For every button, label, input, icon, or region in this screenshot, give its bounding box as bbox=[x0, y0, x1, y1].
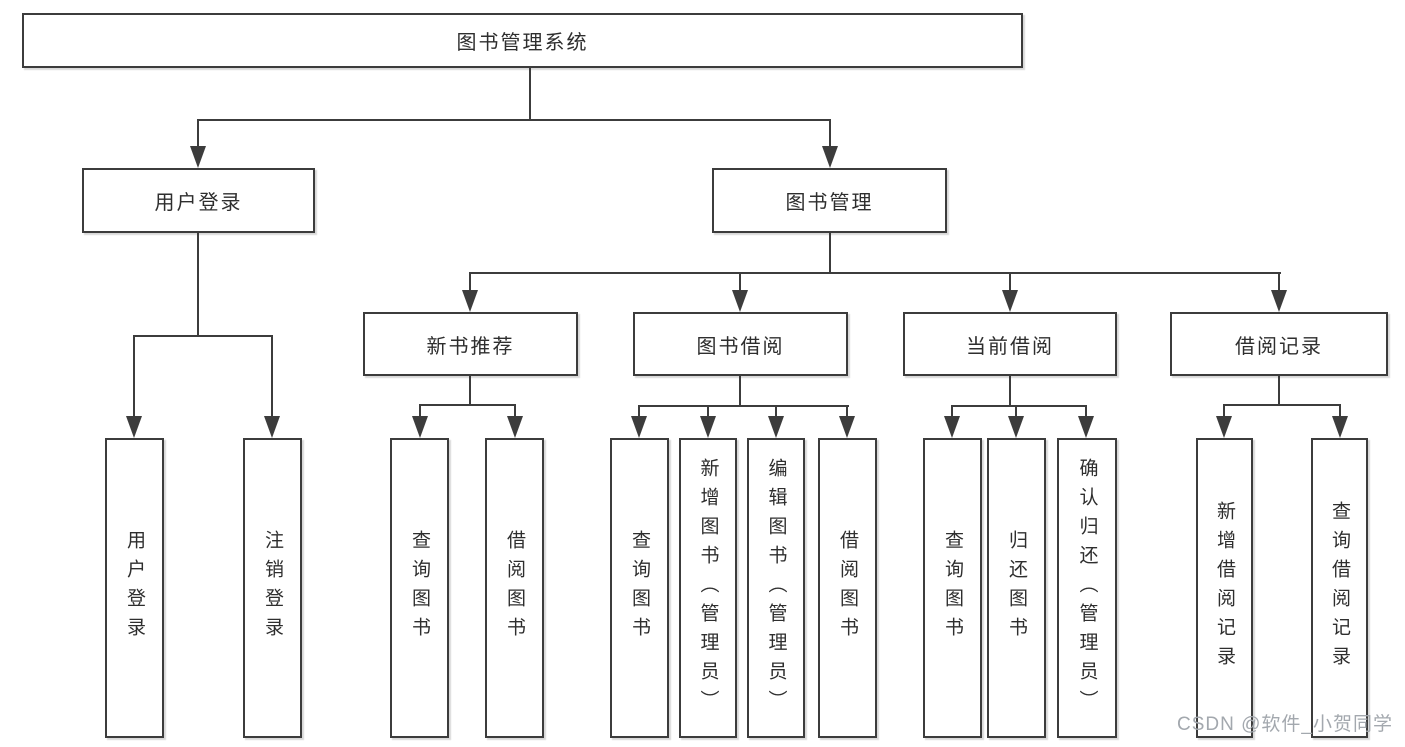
leaf-bb-query-books-label: 查询图书 bbox=[629, 530, 650, 646]
leaf-logout: 注销登录 bbox=[243, 438, 302, 738]
node-book-management: 图书管理 bbox=[712, 168, 947, 233]
leaf-user-login-label: 用户登录 bbox=[124, 530, 145, 646]
connector-to-leaf-br-add bbox=[1223, 404, 1225, 417]
connector-root-to-book-management bbox=[829, 119, 831, 148]
leaf-bb-edit-book-admin-label: 编辑图书（管理员） bbox=[765, 457, 787, 719]
leaf-nb-borrow-books: 借阅图书 bbox=[485, 438, 544, 738]
connector-to-leaf-cb-confirm bbox=[1085, 405, 1087, 417]
connector-root-stem bbox=[529, 67, 531, 121]
arrowhead-leaf-user-login bbox=[126, 416, 142, 438]
node-book-borrow-label: 图书借阅 bbox=[696, 335, 785, 358]
node-library-system-label: 图书管理系统 bbox=[456, 32, 589, 54]
arrowhead-leaf-cb-confirm bbox=[1078, 416, 1094, 438]
connector-user-login-stem bbox=[197, 233, 199, 337]
connector-borrow-record-stem bbox=[1278, 376, 1280, 406]
leaf-cb-confirm-return-admin: 确认归还（管理员） bbox=[1057, 438, 1117, 738]
arrowhead-leaf-logout bbox=[264, 416, 280, 438]
leaf-bb-borrow-books-label: 借阅图书 bbox=[837, 530, 858, 646]
leaf-logout-label: 注销登录 bbox=[262, 530, 283, 646]
leaf-br-query-record: 查询借阅记录 bbox=[1311, 438, 1368, 738]
leaf-br-add-record-label: 新增借阅记录 bbox=[1214, 501, 1235, 675]
node-current-borrow: 当前借阅 bbox=[903, 312, 1117, 376]
arrowhead-leaf-br-add bbox=[1216, 416, 1232, 438]
connector-book-borrow-stem bbox=[739, 376, 741, 407]
leaf-bb-query-books: 查询图书 bbox=[610, 438, 669, 738]
connector-book-borrow-rail bbox=[638, 405, 849, 407]
leaf-bb-borrow-books: 借阅图书 bbox=[818, 438, 877, 738]
connector-book-management-stem bbox=[829, 233, 831, 274]
connector-to-leaf-bb-borrow bbox=[846, 405, 848, 417]
connector-to-leaf-user-login bbox=[133, 335, 135, 417]
node-borrow-record-label: 借阅记录 bbox=[1235, 335, 1323, 358]
arrowhead-leaf-cb-return bbox=[1008, 416, 1024, 438]
connector-to-leaf-bb-edit bbox=[775, 405, 777, 417]
arrowhead-leaf-br-query bbox=[1332, 416, 1348, 438]
leaf-cb-query-books: 查询图书 bbox=[923, 438, 982, 738]
arrowhead-user-login bbox=[190, 146, 206, 168]
node-new-book-recommend: 新书推荐 bbox=[363, 312, 578, 376]
leaf-br-query-record-label: 查询借阅记录 bbox=[1329, 501, 1350, 675]
arrowhead-leaf-nb-query bbox=[412, 416, 428, 438]
connector-to-leaf-cb-query bbox=[951, 405, 953, 417]
leaf-cb-query-books-label: 查询图书 bbox=[942, 530, 963, 646]
connector-to-leaf-bb-query bbox=[638, 405, 640, 417]
leaf-bb-add-book-admin-label: 新增图书（管理员） bbox=[697, 457, 719, 719]
arrowhead-leaf-bb-query bbox=[631, 416, 647, 438]
connector-borrow-record-rail bbox=[1223, 404, 1341, 406]
leaf-br-add-record: 新增借阅记录 bbox=[1196, 438, 1253, 738]
leaf-nb-query-books: 查询图书 bbox=[390, 438, 449, 738]
connector-new-book-stem bbox=[469, 376, 471, 406]
node-new-book-recommend-label: 新书推荐 bbox=[426, 335, 515, 358]
connector-book-management-rail bbox=[469, 272, 1281, 274]
connector-current-borrow-stem bbox=[1009, 376, 1011, 407]
connector-to-leaf-nb-query bbox=[419, 404, 421, 417]
arrowhead-book-borrow bbox=[732, 290, 748, 312]
node-current-borrow-label: 当前借阅 bbox=[966, 335, 1054, 358]
leaf-bb-add-book-admin: 新增图书（管理员） bbox=[679, 438, 737, 738]
leaf-user-login: 用户登录 bbox=[105, 438, 164, 738]
leaf-cb-return-books: 归还图书 bbox=[987, 438, 1046, 738]
connector-to-leaf-cb-return bbox=[1015, 405, 1017, 417]
arrowhead-leaf-nb-borrow bbox=[507, 416, 523, 438]
arrowhead-leaf-bb-edit bbox=[768, 416, 784, 438]
node-book-management-label: 图书管理 bbox=[785, 192, 874, 214]
connector-to-leaf-nb-borrow bbox=[514, 404, 516, 417]
connector-new-book-rail bbox=[419, 404, 516, 406]
leaf-nb-query-books-label: 查询图书 bbox=[409, 530, 430, 646]
connector-root-rail bbox=[197, 119, 831, 121]
arrowhead-current-borrow bbox=[1002, 290, 1018, 312]
arrowhead-leaf-cb-query bbox=[944, 416, 960, 438]
node-borrow-record: 借阅记录 bbox=[1170, 312, 1388, 376]
connector-to-leaf-logout bbox=[271, 335, 273, 417]
connector-to-book-borrow bbox=[739, 272, 741, 291]
connector-current-borrow-rail bbox=[951, 405, 1087, 407]
leaf-bb-edit-book-admin: 编辑图书（管理员） bbox=[747, 438, 805, 738]
connector-to-borrow-record bbox=[1278, 272, 1280, 291]
connector-root-to-user-login bbox=[197, 119, 199, 148]
node-book-borrow: 图书借阅 bbox=[633, 312, 848, 376]
connector-to-leaf-bb-add bbox=[707, 405, 709, 417]
arrowhead-leaf-bb-add bbox=[700, 416, 716, 438]
leaf-cb-confirm-return-admin-label: 确认归还（管理员） bbox=[1076, 457, 1098, 719]
connector-to-leaf-br-query bbox=[1339, 404, 1341, 417]
leaf-nb-borrow-books-label: 借阅图书 bbox=[504, 530, 525, 646]
connector-user-login-rail bbox=[133, 335, 273, 337]
leaf-cb-return-books-label: 归还图书 bbox=[1006, 530, 1027, 646]
connector-to-current-borrow bbox=[1009, 272, 1011, 291]
node-user-login-label: 用户登录 bbox=[154, 192, 243, 214]
arrowhead-leaf-bb-borrow bbox=[839, 416, 855, 438]
connector-to-new-book-recommend bbox=[469, 272, 471, 291]
node-library-system: 图书管理系统 bbox=[22, 13, 1023, 68]
arrowhead-book-management bbox=[822, 146, 838, 168]
node-user-login: 用户登录 bbox=[82, 168, 315, 233]
arrowhead-borrow-record bbox=[1271, 290, 1287, 312]
arrowhead-new-book-recommend bbox=[462, 290, 478, 312]
watermark: CSDN @软件_小贺同学 bbox=[1177, 714, 1393, 735]
